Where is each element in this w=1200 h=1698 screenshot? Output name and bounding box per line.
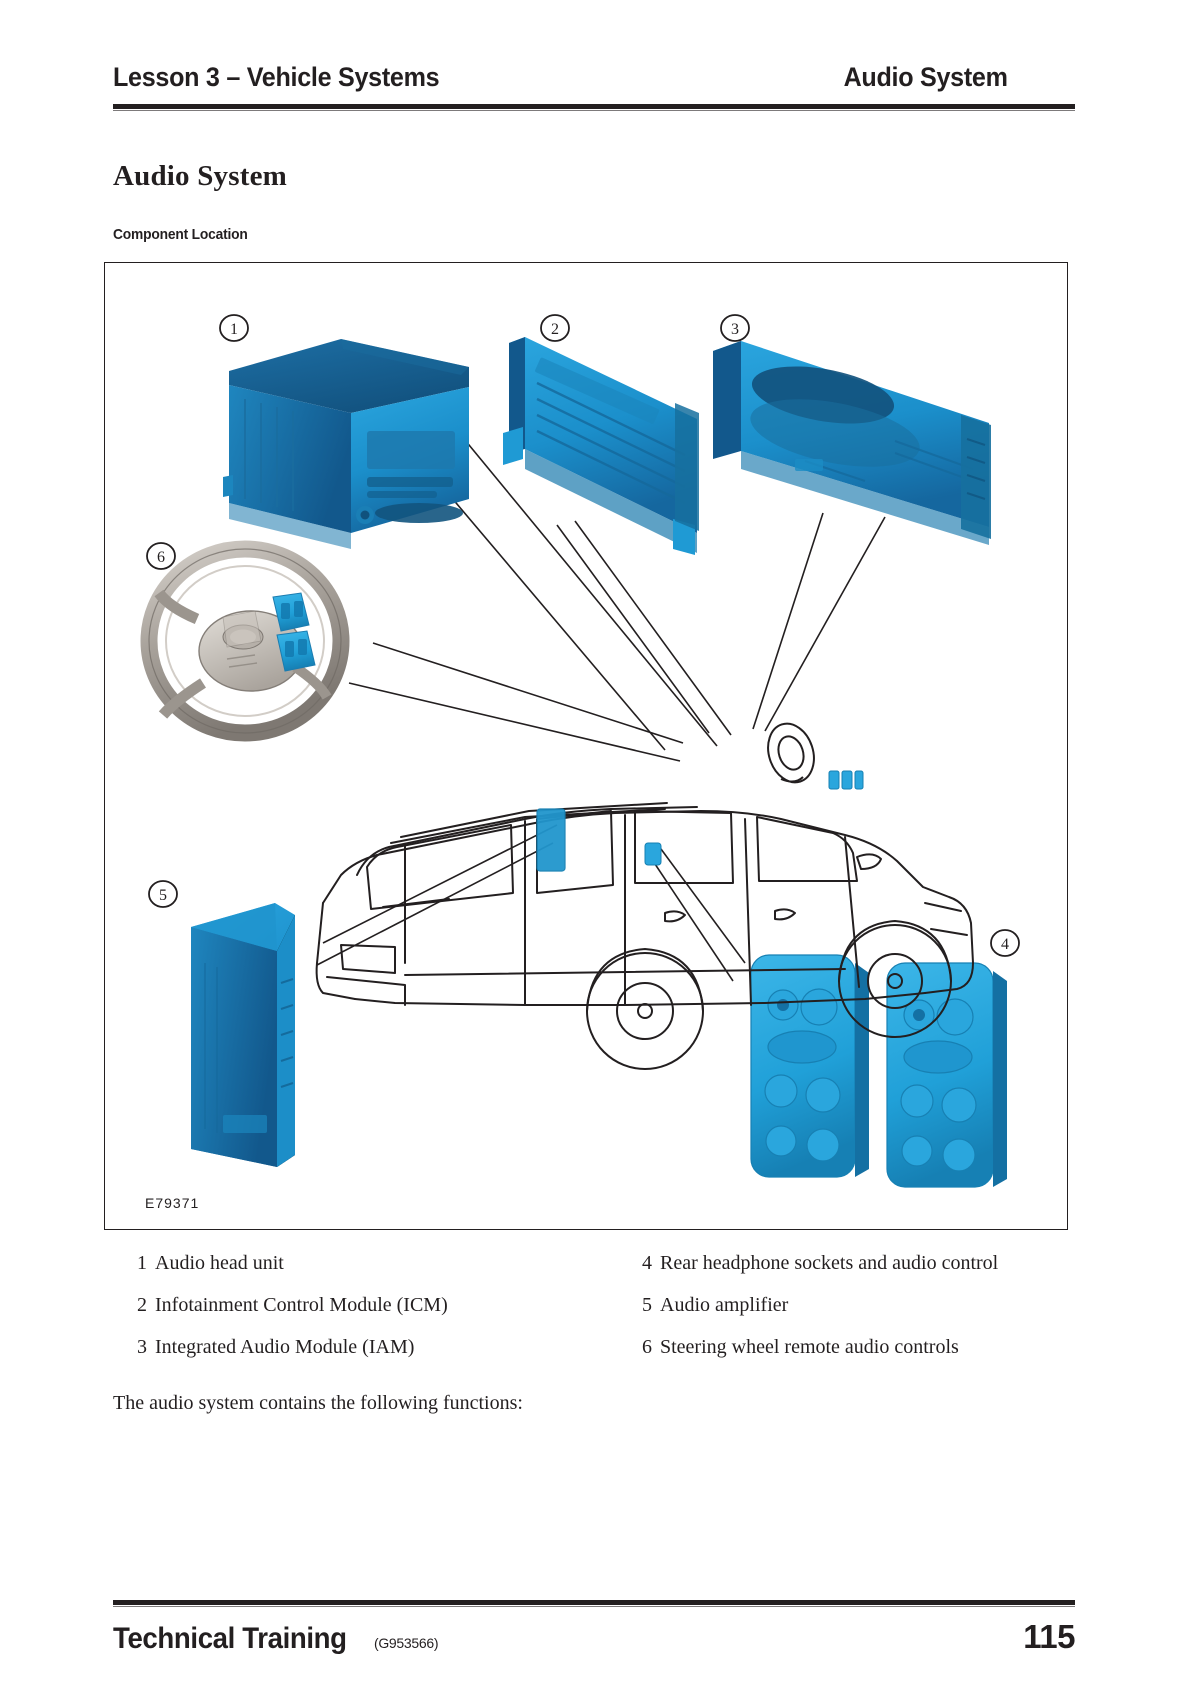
footer-rule [113,1600,1075,1605]
legend-label: Infotainment Control Module (ICM) [155,1294,448,1316]
component-audio-head-unit [223,339,469,549]
component-icm [503,337,699,555]
vehicle-highlight-locations [536,722,864,872]
callout-bubbles: 1 2 3 4 5 [146,314,1020,957]
svg-text:5: 5 [159,887,167,904]
footer-brand-group: Technical Training (G953566) [113,1622,439,1656]
page-title: Audio System [113,160,288,192]
legend-number: 1 [137,1252,147,1274]
figure-code: E79371 [145,1195,200,1211]
footer-brand: Technical Training [113,1622,347,1655]
legend-number: 5 [642,1294,652,1316]
callout-4: 4 [990,929,1020,957]
svg-text:2: 2 [551,321,559,338]
svg-text:4: 4 [1001,936,1009,953]
page-footer: Technical Training (G953566) 115 [113,1618,1075,1656]
header-rule [113,104,1075,109]
footer-document-code: (G953566) [373,1635,439,1651]
callout-1: 1 [219,314,249,342]
page-number: 115 [1023,1618,1075,1655]
running-header: Lesson 3 – Vehicle Systems Audio System [113,62,1008,93]
figure-legend: 1 Audio head unit 4 Rear headphone socke… [113,1252,1075,1359]
component-location-figure: 1 2 3 4 5 [104,262,1068,1230]
legend-number: 6 [642,1336,652,1358]
component-rear-headphone-control [750,954,1007,1188]
component-audio-amplifier [191,903,295,1167]
legend-item: 4 Rear headphone sockets and audio contr… [618,1252,1075,1275]
legend-label: Integrated Audio Module (IAM) [155,1336,415,1358]
legend-item: 1 Audio head unit [113,1252,618,1275]
legend-label: Audio amplifier [660,1294,789,1316]
svg-text:3: 3 [731,321,739,338]
legend-item: 6 Steering wheel remote audio controls [618,1336,1075,1359]
legend-number: 3 [137,1336,147,1358]
leader-lines [316,410,886,982]
legend-number: 4 [642,1252,652,1274]
body-paragraph: The audio system contains the following … [113,1392,523,1414]
header-lesson-title: Lesson 3 – Vehicle Systems [113,62,440,92]
legend-number: 2 [137,1294,147,1316]
footer-rule-hairline [113,1606,1075,1607]
legend-item: 2 Infotainment Control Module (ICM) [113,1294,618,1317]
legend-label: Audio head unit [155,1252,284,1274]
component-iam [713,341,991,545]
svg-text:1: 1 [230,321,238,338]
header-section-title: Audio System [843,62,1008,92]
callout-5: 5 [148,880,178,908]
legend-item: 3 Integrated Audio Module (IAM) [113,1336,618,1359]
legend-label: Steering wheel remote audio controls [660,1336,959,1358]
figure-illustration: 1 2 3 4 5 [140,314,1020,1188]
vehicle-outline [315,802,974,1070]
legend-label: Rear headphone sockets and audio control [660,1252,999,1274]
callout-3: 3 [720,314,750,342]
section-subtitle: Component Location [113,226,248,243]
header-rule-hairline [113,110,1075,111]
callout-6: 6 [146,542,176,570]
component-steering-wheel [140,540,350,742]
callout-2: 2 [540,314,570,342]
svg-text:6: 6 [157,549,165,566]
legend-item: 5 Audio amplifier [618,1294,1075,1317]
